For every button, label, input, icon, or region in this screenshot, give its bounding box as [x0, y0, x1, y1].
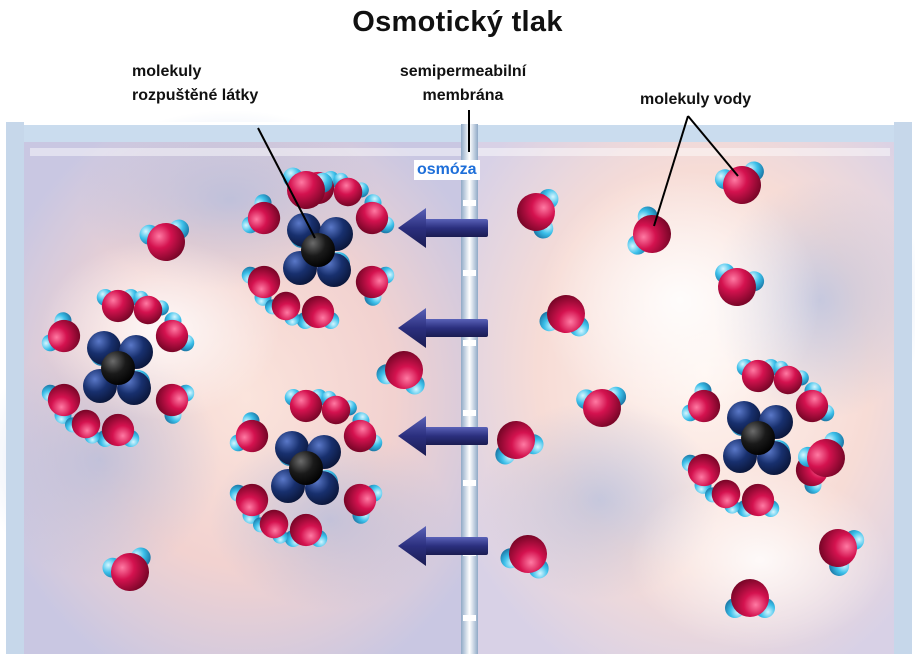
page-title: Osmotický tlak — [352, 6, 563, 38]
membrane-label: semipermeabilní membrána — [368, 60, 558, 108]
solute-label-line1: molekuly — [132, 63, 202, 80]
membrane-label-line1: semipermeabilní — [399, 63, 527, 80]
osmosis-label: osmóza — [414, 160, 480, 180]
solute-label: molekuly rozpuštěné látky — [132, 60, 258, 108]
solute-label-line2: rozpuštěné látky — [132, 87, 259, 104]
water-label: molekuly vody — [640, 91, 752, 108]
water-pointer-line-1 — [653, 115, 689, 227]
water-pointer-line-2 — [687, 115, 739, 177]
membrane-label-line2: membrána — [422, 87, 504, 104]
solute-pointer-line — [257, 127, 316, 239]
